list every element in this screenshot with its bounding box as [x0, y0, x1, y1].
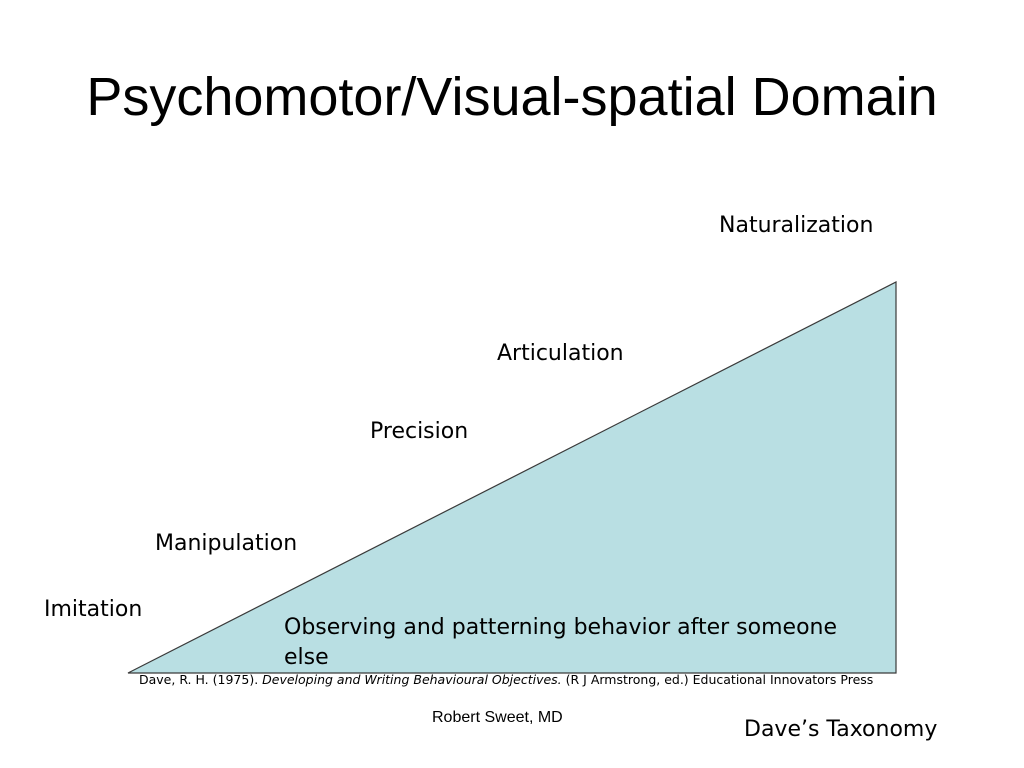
slide-title: Psychomotor/Visual-spatial Domain	[86, 67, 938, 127]
imitation-description: Observing and patterning behavior after …	[284, 615, 838, 670]
taxonomy-triangle	[127, 281, 897, 674]
citation-suffix: (R J Armstrong, ed.) Educational Innovat…	[561, 672, 874, 687]
level-precision: Precision	[370, 419, 469, 444]
level-articulation: Articulation	[497, 341, 624, 366]
citation-prefix: Dave, R. H. (1975).	[139, 672, 263, 687]
level-naturalization: Naturalization	[719, 213, 874, 238]
citation-title: Developing and Writing Behavioural Objec…	[262, 672, 562, 687]
taxonomy-name: Dave’s Taxonomy	[744, 717, 938, 742]
citation: Dave, R. H. (1975). Developing and Writi…	[139, 672, 873, 688]
author-credit: Robert Sweet, MD	[432, 709, 563, 726]
level-imitation: Imitation	[44, 597, 143, 622]
level-manipulation: Manipulation	[155, 531, 298, 556]
